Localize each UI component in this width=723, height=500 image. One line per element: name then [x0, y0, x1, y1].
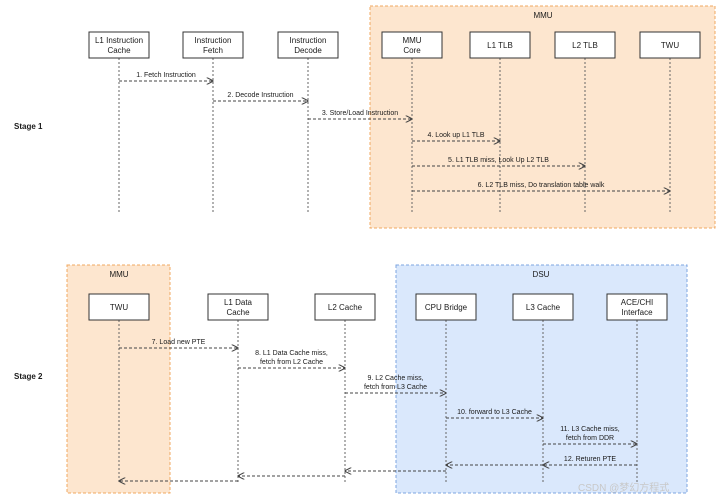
stage1-participant-label-mmu: Core	[403, 46, 421, 55]
stage1-participant-twu: TWU	[639, 31, 701, 59]
stage1-message-label: 6. L2 TLB miss, Do translation table wal…	[478, 182, 605, 189]
stage1-message-5: 5. L1 TLB miss, Look Up L2 TLB	[412, 157, 585, 166]
participants: L1 InstructionCacheInstructionFetchInstr…	[88, 31, 701, 321]
stage2-participant-cpub: CPU Bridge	[415, 293, 477, 321]
stage1-message-4: 4. Look up L1 TLB	[412, 132, 500, 141]
stage2-participant-label-l1dc: L1 Data	[224, 298, 253, 307]
watermark: CSDN @梦幻方程式	[578, 481, 669, 494]
stage2-participant-label-ace: Interface	[621, 308, 653, 317]
lifelines	[118, 58, 671, 482]
stage2-message-label: 7. Load new PTE	[152, 339, 206, 346]
group-backgrounds: MMU MMU DSU	[66, 5, 716, 494]
stage2-message-label: 10. forward to L3 Cache	[457, 409, 532, 416]
stage2-participant-box-cpub	[415, 293, 477, 321]
stage2-participant-box-l2c	[314, 293, 376, 321]
stage1-participant-box-id	[277, 31, 339, 59]
stage1-participant-l1tlb: L1 TLB	[469, 31, 531, 59]
messages: 1. Fetch Instruction 2. Decode Instructio…	[119, 72, 670, 481]
stage2-message-label: 12. Returen PTE	[564, 456, 616, 463]
stage1-participant-box-l2tlb	[554, 31, 616, 59]
stage2-message-3: 9. L2 Cache miss, fetch from L3 Cache	[345, 375, 446, 393]
stage2-message-label: fetch from L3 Cache	[364, 384, 427, 391]
stage1-message-label: 2. Decode Instruction	[227, 92, 293, 99]
stage1-participant-label-twu: TWU	[661, 41, 679, 50]
stage2-participant-box-l1dc	[207, 293, 269, 321]
stage2-message-1: 7. Load new PTE	[119, 339, 238, 348]
stage2-label: Stage 2	[14, 372, 43, 381]
stage2-message-4: 10. forward to L3 Cache	[446, 409, 543, 418]
stage1-participant-box-if	[182, 31, 244, 59]
stage2-participant-l2c: L2 Cache	[314, 293, 376, 321]
stage1-participant-box-l1tlb	[469, 31, 531, 59]
stage1-participant-label-if: Fetch	[203, 46, 223, 55]
stage2-participant-twu: TWU	[88, 293, 150, 321]
stage1-participant-box-twu	[639, 31, 701, 59]
stage2-participant-label-twu: TWU	[110, 303, 128, 312]
stage2-message-2: 8. L1 Data Cache miss, fetch from L2 Cach…	[238, 350, 345, 368]
stage1-participant-label-l1ic: L1 Instruction	[95, 36, 143, 45]
stage1-message-label: 3. Store/Load Instruction	[322, 110, 398, 117]
stage1-message-label: 4. Look up L1 TLB	[427, 132, 484, 139]
stage1-participant-label-if: Instruction	[195, 36, 232, 45]
stage1-participant-label-l1ic: Cache	[107, 46, 131, 55]
stage2-participant-l3c: L3 Cache	[512, 293, 574, 321]
stage1-message-label: 5. L1 TLB miss, Look Up L2 TLB	[448, 157, 549, 164]
stage2-message-label: fetch from DDR	[566, 435, 614, 442]
stage1-participant-label-id: Decode	[294, 46, 322, 55]
stage2-participant-label-cpub: CPU Bridge	[425, 303, 468, 312]
stage1-message-6: 6. L2 TLB miss, Do translation table wal…	[412, 182, 670, 191]
stage1-message-3: 3. Store/Load Instruction	[308, 110, 412, 119]
stage1-participant-label-l2tlb: L2 TLB	[572, 41, 598, 50]
stage1-participant-label-mmu: MMU	[402, 36, 421, 45]
stage1-group-title-group: MMU	[533, 11, 552, 20]
stage2-participant-box-ace	[606, 293, 668, 321]
stage2-participant-box-twu	[88, 293, 150, 321]
stage2-message-5: 11. L3 Cache miss, fetch from DDR	[543, 426, 637, 444]
stage2-message-label: 8. L1 Data Cache miss,	[255, 350, 328, 357]
stage2-participant-label-l1dc: Cache	[226, 308, 250, 317]
stage2-group-title-mmu: MMU	[109, 270, 128, 279]
stage2-message-label: 11. L3 Cache miss,	[560, 426, 619, 433]
stage1-message-1: 1. Fetch Instruction	[119, 72, 213, 81]
stage1-label: Stage 1	[14, 122, 43, 131]
stage1-participant-label-id: Instruction	[290, 36, 327, 45]
stage2-participant-box-l3c	[512, 293, 574, 321]
stage1-message-2: 2. Decode Instruction	[213, 92, 308, 101]
stage2-group-title-dsu: DSU	[533, 270, 550, 279]
stage1-participant-label-l1tlb: L1 TLB	[487, 41, 513, 50]
stage1-participant-box-mmu	[381, 31, 443, 59]
stage2-message-6: 12. Returen PTE	[543, 456, 637, 465]
stage1-message-label: 1. Fetch Instruction	[136, 72, 196, 79]
stage2-message-label: fetch from L2 Cache	[260, 359, 323, 366]
stage2-message-label: 9. L2 Cache miss,	[367, 375, 423, 382]
stage2-participant-label-ace: ACE/CHI	[621, 298, 653, 307]
stage2-participant-label-l2c: L2 Cache	[328, 303, 363, 312]
stage1-participant-box-l1ic	[88, 31, 150, 59]
stage1-participant-l2tlb: L2 TLB	[554, 31, 616, 59]
stage2-participant-label-l3c: L3 Cache	[526, 303, 561, 312]
